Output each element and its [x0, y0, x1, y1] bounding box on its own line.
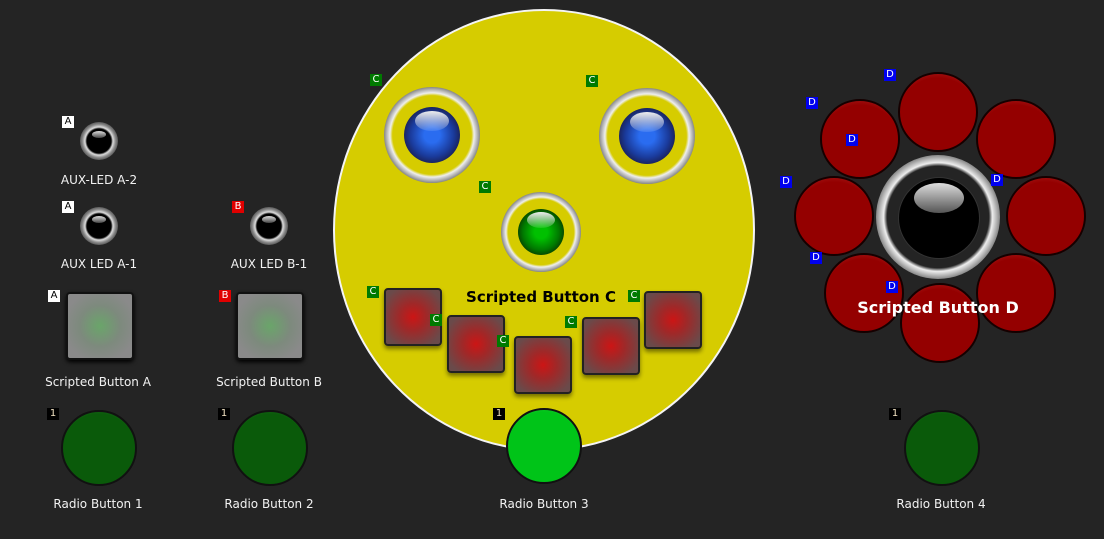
scripted-button-d-upper-left[interactable]: [820, 99, 900, 179]
scripted-button-c-4[interactable]: [582, 317, 640, 375]
group-badge-c: C: [479, 181, 491, 193]
radio-button-2-label: Radio Button 2: [224, 497, 314, 511]
group-badge-a: A: [62, 116, 74, 128]
black-knob-d[interactable]: [876, 155, 1000, 279]
aux-led-a1[interactable]: [80, 207, 118, 245]
green-led-center[interactable]: [501, 192, 581, 272]
scripted-button-a[interactable]: [66, 292, 134, 360]
radio-button-3[interactable]: [506, 408, 582, 484]
group-badge-b: B: [219, 290, 231, 302]
aux-led-b1[interactable]: [250, 207, 288, 245]
radio-group-badge: 1: [889, 408, 901, 420]
group-badge-c: C: [628, 290, 640, 302]
scripted-button-c-label: Scripted Button C: [466, 288, 616, 306]
scripted-button-b-label: Scripted Button B: [216, 375, 322, 389]
group-badge-c: C: [370, 74, 382, 86]
group-badge-d: D: [884, 69, 896, 81]
scripted-button-d-bottom[interactable]: [900, 283, 980, 363]
group-badge-d: D: [780, 176, 792, 188]
radio-group-badge: 1: [493, 408, 505, 420]
scripted-button-b[interactable]: [236, 292, 304, 360]
radio-button-1-label: Radio Button 1: [53, 497, 143, 511]
blue-led-left[interactable]: [384, 87, 480, 183]
group-badge-d: D: [886, 281, 898, 293]
scripted-button-c-3[interactable]: [514, 336, 572, 394]
scripted-button-d-left[interactable]: [794, 176, 874, 256]
group-badge-d: D: [846, 134, 858, 146]
scripted-button-d-label: Scripted Button D: [857, 298, 1019, 317]
radio-button-1[interactable]: [61, 410, 137, 486]
scripted-button-d-right[interactable]: [1006, 176, 1086, 256]
aux-led-b1-label: AUX LED B-1: [230, 257, 308, 271]
radio-group-badge: 1: [47, 408, 59, 420]
aux-led-a2[interactable]: [80, 122, 118, 160]
radio-button-4-label: Radio Button 4: [896, 497, 986, 511]
scripted-button-d-top[interactable]: [898, 72, 978, 152]
scripted-button-d-upper-right[interactable]: [976, 99, 1056, 179]
radio-button-3-label: Radio Button 3: [499, 497, 589, 511]
group-badge-a: A: [48, 290, 60, 302]
scripted-button-c-5[interactable]: [644, 291, 702, 349]
group-badge-d: D: [991, 174, 1003, 186]
group-badge-c: C: [367, 286, 379, 298]
group-badge-c: C: [586, 75, 598, 87]
group-badge-a: A: [62, 201, 74, 213]
scripted-button-d-lower-right[interactable]: [976, 253, 1056, 333]
group-badge-c: C: [430, 314, 442, 326]
radio-button-4[interactable]: [904, 410, 980, 486]
scripted-button-d-lower-left[interactable]: [824, 253, 904, 333]
group-badge-c: C: [565, 316, 577, 328]
group-badge-d: D: [806, 97, 818, 109]
aux-led-a2-label: AUX-LED A-2: [60, 173, 138, 187]
scripted-button-c-2[interactable]: [447, 315, 505, 373]
radio-group-badge: 1: [218, 408, 230, 420]
radio-button-2[interactable]: [232, 410, 308, 486]
scripted-button-a-label: Scripted Button A: [45, 375, 151, 389]
aux-led-a1-label: AUX LED A-1: [60, 257, 138, 271]
group-badge-b: B: [232, 201, 244, 213]
group-badge-d: D: [810, 252, 822, 264]
group-badge-c: C: [497, 335, 509, 347]
blue-led-right[interactable]: [599, 88, 695, 184]
